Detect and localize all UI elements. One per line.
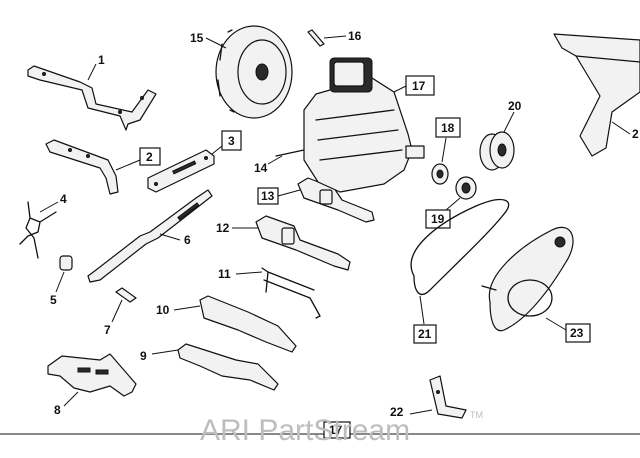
callout-18[interactable]: 18: [441, 121, 455, 135]
part-7-bolt[interactable]: [115, 287, 137, 303]
callout-7[interactable]: 7: [104, 323, 111, 337]
callout-16[interactable]: 16: [348, 29, 362, 43]
callout-12[interactable]: 12: [216, 221, 230, 235]
callout-5[interactable]: 5: [50, 293, 57, 307]
callout-6[interactable]: 6: [184, 233, 191, 247]
callout-1[interactable]: 1: [98, 53, 105, 67]
callout-3[interactable]: 3: [228, 134, 235, 148]
part-2-bracket[interactable]: [45, 139, 119, 195]
callout-17[interactable]: 17: [412, 79, 426, 93]
callout-2-right[interactable]: 2: [632, 127, 639, 141]
part-3-slotted-plate[interactable]: [147, 149, 215, 193]
callout-box-2: [139, 147, 161, 166]
part-13-arm[interactable]: [297, 177, 375, 223]
part-17-starter-generator[interactable]: [303, 57, 425, 193]
part-18-washer[interactable]: [431, 163, 449, 185]
callout-14[interactable]: 14: [254, 161, 268, 175]
part-19-small-pulley[interactable]: [455, 176, 477, 200]
callout-13[interactable]: 13: [261, 189, 275, 203]
callout-20[interactable]: 20: [508, 99, 522, 113]
part-16-pin[interactable]: [307, 29, 325, 47]
callout-22[interactable]: 22: [390, 405, 404, 419]
callout-box-3: [221, 130, 242, 151]
callout-box-21: [413, 324, 437, 344]
callout-box-17-bottom: [323, 421, 351, 439]
callout-19[interactable]: 19: [431, 212, 445, 226]
callout-15[interactable]: 15: [190, 31, 204, 45]
callout-21[interactable]: 21: [418, 327, 432, 341]
callout-11[interactable]: 11: [218, 267, 231, 281]
callout-10[interactable]: 10: [156, 303, 170, 317]
callout-9[interactable]: 9: [140, 349, 147, 363]
part-8-base-plate[interactable]: [47, 353, 137, 397]
part-20-double-pulley[interactable]: [479, 131, 515, 171]
callout-box-23: [565, 323, 591, 343]
part-1-bracket[interactable]: [27, 65, 157, 131]
part-10-long-bracket[interactable]: [199, 295, 297, 353]
part-21-belt[interactable]: [410, 198, 510, 295]
part-2-shroud[interactable]: [553, 33, 640, 157]
part-4-clip[interactable]: [19, 201, 57, 259]
callout-box-18: [435, 117, 461, 138]
watermark-trademark: TM: [470, 410, 483, 420]
watermark: ARI PartStream: [200, 414, 410, 447]
part-5-spacer[interactable]: [59, 255, 73, 271]
callout-23[interactable]: 23: [570, 326, 584, 340]
part-11-bracket[interactable]: [261, 267, 321, 319]
part-23-belt-guard[interactable]: [481, 226, 574, 332]
callout-2[interactable]: 2: [146, 150, 153, 164]
callout-8[interactable]: 8: [54, 403, 61, 417]
part-12-arm[interactable]: [255, 215, 351, 271]
callout-box-17: [405, 75, 435, 96]
part-22-angle-bracket[interactable]: [429, 375, 467, 419]
part-15-pulley[interactable]: [215, 25, 293, 119]
part-6-link-bar[interactable]: [87, 189, 213, 283]
part-9-strap-bracket[interactable]: [177, 343, 279, 391]
callout-box-13: [257, 187, 279, 205]
callout-17-bottom[interactable]: 17: [329, 423, 343, 437]
callout-4[interactable]: 4: [60, 192, 67, 206]
